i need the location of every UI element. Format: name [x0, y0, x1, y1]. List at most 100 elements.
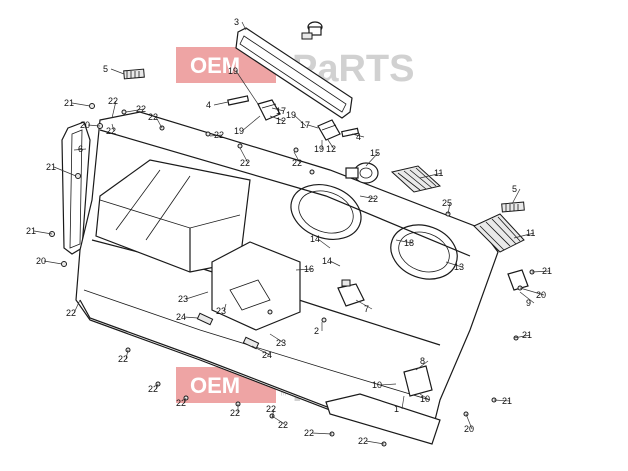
callout-c51: 8 — [420, 356, 425, 366]
leader-line-c17 — [111, 123, 115, 132]
callout-c19: 21 — [46, 162, 56, 172]
leader-line-c50 — [155, 383, 159, 390]
callout-c18: 6 — [78, 144, 83, 154]
leader-line-c1 — [241, 21, 247, 31]
leader-line-c13 — [71, 102, 91, 107]
leader-line-c46 — [513, 334, 531, 339]
leader-line-c16 — [87, 124, 101, 127]
callout-c22: 22 — [240, 158, 250, 168]
callout-c36: 13 — [454, 262, 464, 272]
callout-c49: 22 — [118, 354, 128, 364]
callout-c2: 5 — [103, 64, 108, 74]
callout-c38: 20 — [36, 256, 46, 266]
rocker-switch — [507, 269, 529, 291]
callout-c9: 17 — [300, 120, 310, 130]
callout-c33: 14 — [310, 234, 320, 244]
leader-line-c3 — [235, 70, 259, 105]
leader-line-c12 — [327, 139, 335, 150]
callout-c32: 18 — [404, 238, 414, 248]
callout-c6: 12 — [276, 116, 286, 126]
lid-lock-cylinder — [301, 21, 323, 40]
callout-c13: 21 — [64, 98, 74, 108]
side-trim-panel-left — [61, 121, 91, 255]
callout-c26: 22 — [368, 194, 378, 204]
leader-line-c52 — [379, 383, 397, 386]
callout-c41: 23 — [216, 306, 226, 316]
leader-line-c20 — [155, 116, 163, 129]
callout-c25: 11 — [434, 168, 443, 178]
hinge-pin-right — [341, 127, 360, 138]
leader-line-c19 — [53, 166, 77, 177]
callout-c16: 20 — [80, 120, 90, 130]
leader-line-c47 — [251, 345, 271, 356]
control-knob — [345, 162, 379, 184]
callout-c48: 23 — [276, 338, 286, 348]
fasteners — [49, 103, 535, 447]
leader-line-c37 — [33, 230, 53, 235]
leader-line-c7 — [241, 115, 261, 132]
callout-c62: 22 — [266, 404, 276, 414]
callout-c7: 19 — [234, 126, 244, 136]
callout-c15: 22 — [136, 104, 146, 114]
callout-c40: 23 — [178, 294, 188, 304]
leader-line-c28 — [511, 188, 521, 205]
leader-line-c18 — [73, 148, 87, 151]
callout-c4: 4 — [206, 100, 211, 110]
svg-text:OEM: OEM — [190, 53, 240, 78]
hinge-left — [257, 99, 281, 121]
callout-c52: 10 — [372, 380, 382, 390]
leader-line-c34 — [329, 260, 341, 267]
leader-line-c15 — [125, 108, 145, 113]
leader-line-c43 — [355, 299, 373, 310]
leader-line-c25 — [419, 172, 443, 179]
rubber-pad-left — [123, 68, 145, 80]
callout-c14: 22 — [108, 96, 118, 106]
leader-line-c27 — [447, 202, 451, 215]
callout-c56: 22 — [176, 398, 186, 408]
leader-line-c9 — [307, 124, 319, 129]
callout-c31: 20 — [536, 290, 546, 300]
callout-c39: 9 — [526, 298, 531, 308]
callout-c30: 21 — [542, 266, 552, 276]
callout-c29: 11 — [526, 228, 535, 238]
leader-line-c45 — [73, 299, 81, 314]
leader-line-c35 — [295, 268, 313, 271]
callout-c34: 14 — [322, 256, 332, 266]
leader-line-c39 — [519, 291, 535, 304]
callout-c54: 10 — [420, 394, 430, 404]
callout-c24: 15 — [370, 148, 380, 158]
callout-c43: 7 — [364, 304, 369, 314]
callout-c45: 22 — [66, 308, 76, 318]
svg-text:OEM: OEM — [190, 373, 240, 398]
callout-c42: 24 — [176, 312, 186, 322]
leader-line-c24 — [365, 152, 379, 167]
leader-line-c51 — [415, 360, 429, 371]
callout-c8: 19 — [286, 110, 296, 120]
leader-line-c29 — [513, 232, 535, 239]
leader-line-c32 — [395, 239, 413, 244]
leader-line-c26 — [359, 195, 377, 200]
leader-line-c23 — [293, 151, 301, 164]
callout-c20: 22 — [148, 112, 158, 122]
leader-line-c41 — [223, 303, 227, 312]
cup-holder-housing — [211, 241, 301, 331]
leader-line-c49 — [125, 349, 129, 360]
callout-c35: 16 — [304, 264, 314, 274]
callout-c44: 2 — [314, 326, 319, 336]
leader-line-c31 — [519, 287, 545, 296]
callout-c59: 20 — [464, 424, 474, 434]
glovebox-lid — [235, 27, 353, 119]
leader-line-c58 — [271, 415, 287, 426]
leader-line-c61 — [365, 440, 385, 445]
gauge-pod-left — [290, 184, 362, 240]
clip-right — [242, 336, 260, 350]
callout-c3: 19 — [228, 66, 238, 76]
leader-line-c6 — [269, 115, 285, 122]
speaker-grill-left — [390, 165, 442, 193]
callout-c10: 4 — [356, 132, 361, 142]
leader-line-c30 — [531, 270, 551, 273]
leader-line-c59 — [465, 413, 473, 430]
rubber-pad-right — [501, 201, 525, 213]
